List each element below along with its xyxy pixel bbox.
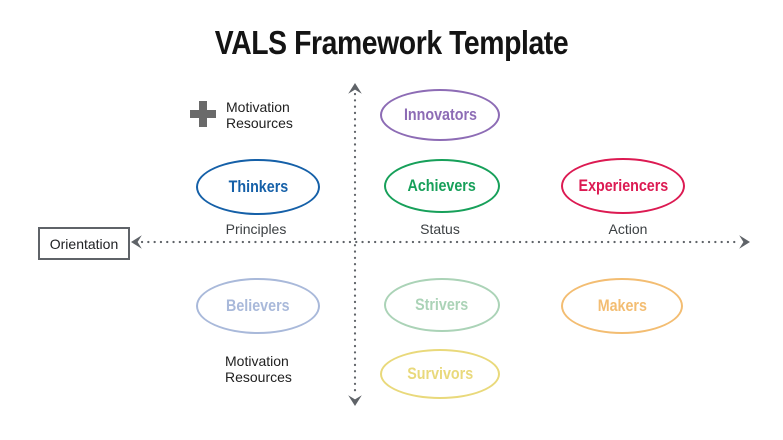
segment-makers: Makers: [561, 278, 683, 334]
segment-innovators-label: Innovators: [403, 105, 477, 124]
arrow-left-icon: [131, 235, 142, 249]
segment-achievers-label: Achievers: [407, 176, 477, 195]
segment-strivers-label: Strivers: [415, 295, 469, 314]
legend-high-resources: Motivation Resources: [189, 99, 293, 133]
segment-experiencers-label: Experiencers: [578, 176, 668, 195]
segment-thinkers: Thinkers: [196, 159, 320, 215]
orientation-box: Orientation: [38, 227, 130, 260]
segment-innovators: Innovators: [380, 89, 500, 141]
segment-survivors: Survivors: [380, 349, 500, 399]
axis-label-action: Action: [608, 221, 648, 237]
arrow-right-icon: [739, 235, 750, 249]
segment-achievers: Achievers: [384, 159, 500, 213]
arrow-up-icon: [348, 83, 362, 94]
axis-label-status: Status: [420, 221, 460, 237]
page-title: VALS Framework Template: [214, 24, 569, 61]
legend-low-resources: Motivation Resources: [188, 353, 292, 385]
segment-thinkers-label: Thinkers: [228, 177, 288, 196]
arrow-down-icon: [348, 395, 362, 406]
segment-experiencers: Experiencers: [561, 158, 685, 214]
plus-icon: [189, 100, 217, 133]
segment-survivors-label: Survivors: [407, 364, 473, 383]
segment-makers-label: Makers: [597, 296, 647, 315]
segment-believers: Believers: [196, 278, 320, 334]
legend-high-label: Motivation Resources: [226, 99, 293, 131]
orientation-label: Orientation: [49, 235, 119, 252]
segment-strivers: Strivers: [384, 278, 500, 332]
legend-low-label: Motivation Resources: [225, 353, 292, 385]
axis-label-principles: Principles: [225, 221, 287, 237]
segment-believers-label: Believers: [226, 296, 290, 315]
